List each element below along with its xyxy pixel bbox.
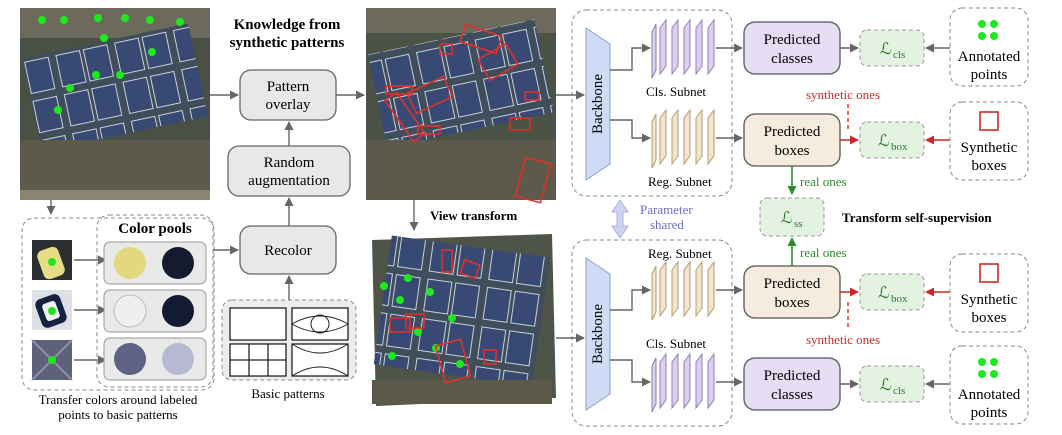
backbone-top-label: Backbone — [590, 74, 606, 134]
view-transform-label: View transform — [430, 208, 517, 223]
detector-top — [571, 9, 733, 197]
real-ones-bottom-label: real ones — [800, 245, 847, 260]
color-swatch-2b — [162, 295, 194, 327]
real-ones-top-label: real ones — [800, 174, 847, 189]
predicted-boxes-bottom-line2: boxes — [775, 295, 810, 311]
annotated-points-icon — [978, 20, 998, 40]
synthetic-boxes-top-line1: Synthetic — [961, 140, 1018, 156]
cls-subnet-bottom-label: Cls. Subnet — [646, 336, 706, 351]
basic-patterns-label: Basic patterns — [251, 386, 324, 401]
knowledge-heading-line2: synthetic patterns — [230, 35, 345, 51]
crop-examples — [31, 240, 73, 381]
loss-box-top-symbol: ℒ — [878, 133, 890, 150]
transfer-caption-line1: Transfer colors around labeled — [39, 392, 198, 407]
color-swatch-1a — [114, 247, 146, 279]
basic-pattern-shapes — [229, 307, 350, 377]
loss-cls-top-symbol: ℒ — [880, 41, 892, 58]
synthetic-ones-bottom-label: synthetic ones — [806, 332, 880, 347]
loss-cls-bottom — [859, 365, 925, 403]
detector-bottom — [571, 239, 733, 427]
loss-box-bottom-symbol: ℒ — [878, 285, 890, 302]
loss-box-top — [859, 121, 925, 159]
parameter-shared-line1: Parameter — [640, 202, 693, 217]
synthetic-pattern-boxes-transformed — [389, 249, 497, 384]
cls-subnet-top — [651, 18, 715, 79]
color-swatch-1b — [162, 247, 194, 279]
aerial-image-view-transformed — [366, 234, 556, 426]
random-aug-line1: Random — [264, 155, 315, 171]
random-aug-line2: augmentation — [248, 173, 330, 189]
reg-subnet-top-label: Reg. Subnet — [648, 174, 712, 189]
color-pools-panel — [103, 241, 207, 381]
synthetic-box-icon — [979, 111, 999, 131]
recolor-box — [239, 225, 337, 275]
synthetic-boxes-bottom — [949, 253, 1029, 333]
parameter-shared-arrow — [611, 199, 629, 239]
aerial-image-annotated — [20, 8, 210, 200]
predicted-classes-top-line2: classes — [771, 51, 813, 67]
backbone-top — [585, 27, 611, 181]
color-swatch-2a — [113, 294, 147, 328]
backbone-bottom-label: Backbone — [590, 304, 606, 364]
knowledge-heading-line1: Knowledge from — [234, 17, 341, 33]
annotated-point-markers — [38, 14, 184, 114]
reg-subnet-bottom — [651, 260, 715, 321]
annotated-bottom-line2: points — [971, 405, 1008, 421]
transfer-caption-line2: points to basic patterns — [58, 407, 178, 422]
loss-box-bottom — [859, 273, 925, 311]
reg-subnet-bottom-label: Reg. Subnet — [648, 246, 712, 261]
color-swatch-3b — [162, 343, 194, 375]
pattern-overlay-line2: overlay — [266, 97, 311, 113]
synthetic-boxes-top — [949, 101, 1029, 181]
annotated-top-line1: Annotated — [958, 49, 1021, 65]
aerial-image-synthetic-overlay — [366, 8, 556, 204]
annotated-points-icon-bottom — [978, 358, 998, 378]
parameter-shared-line2: shared — [650, 217, 684, 232]
synthetic-pattern-boxes — [383, 23, 552, 204]
color-swatch-3a — [114, 343, 146, 375]
loss-ss-subscript: ss — [794, 218, 803, 230]
synthetic-boxes-bottom-line2: boxes — [972, 310, 1007, 326]
loss-box-bottom-subscript: box — [891, 293, 908, 305]
loss-cls-top-subscript: cls — [893, 49, 905, 61]
loss-ss — [759, 197, 825, 237]
predicted-classes-top-line1: Predicted — [764, 32, 821, 48]
predicted-boxes-top-line1: Predicted — [764, 124, 821, 140]
synthetic-boxes-bottom-line1: Synthetic — [961, 292, 1018, 308]
predicted-boxes-top-line2: boxes — [775, 143, 810, 159]
annotated-points-top — [949, 7, 1029, 87]
synthetic-box-icon-bottom — [979, 263, 999, 283]
transfer-colors-group — [21, 217, 215, 391]
reg-subnet-top — [651, 108, 715, 169]
loss-cls-top — [859, 29, 925, 67]
loss-box-top-subscript: box — [891, 141, 908, 153]
annotated-bottom-line1: Annotated — [958, 387, 1021, 403]
predicted-classes-bottom-line1: Predicted — [764, 368, 821, 384]
annotated-points-bottom — [949, 345, 1029, 425]
loss-ss-symbol: ℒ — [781, 210, 793, 227]
predicted-boxes-bottom-line1: Predicted — [764, 276, 821, 292]
predicted-classes-bottom-line2: classes — [771, 387, 813, 403]
synthetic-boxes-top-line2: boxes — [972, 158, 1007, 174]
backbone-bottom — [585, 257, 611, 411]
pattern-overlay-line1: Pattern — [267, 79, 310, 95]
transform-self-supervision-label: Transform self-supervision — [842, 210, 992, 225]
loss-cls-bottom-subscript: cls — [893, 385, 905, 397]
annotated-top-line2: points — [971, 67, 1008, 83]
recolor-label: Recolor — [264, 243, 311, 259]
cls-subnet-bottom — [651, 352, 715, 413]
cls-subnet-top-label: Cls. Subnet — [646, 84, 706, 99]
color-pools-title: Color pools — [118, 221, 192, 237]
synthetic-ones-top-label: synthetic ones — [806, 87, 880, 102]
loss-cls-bottom-symbol: ℒ — [880, 377, 892, 394]
color-pools-box — [96, 214, 214, 388]
